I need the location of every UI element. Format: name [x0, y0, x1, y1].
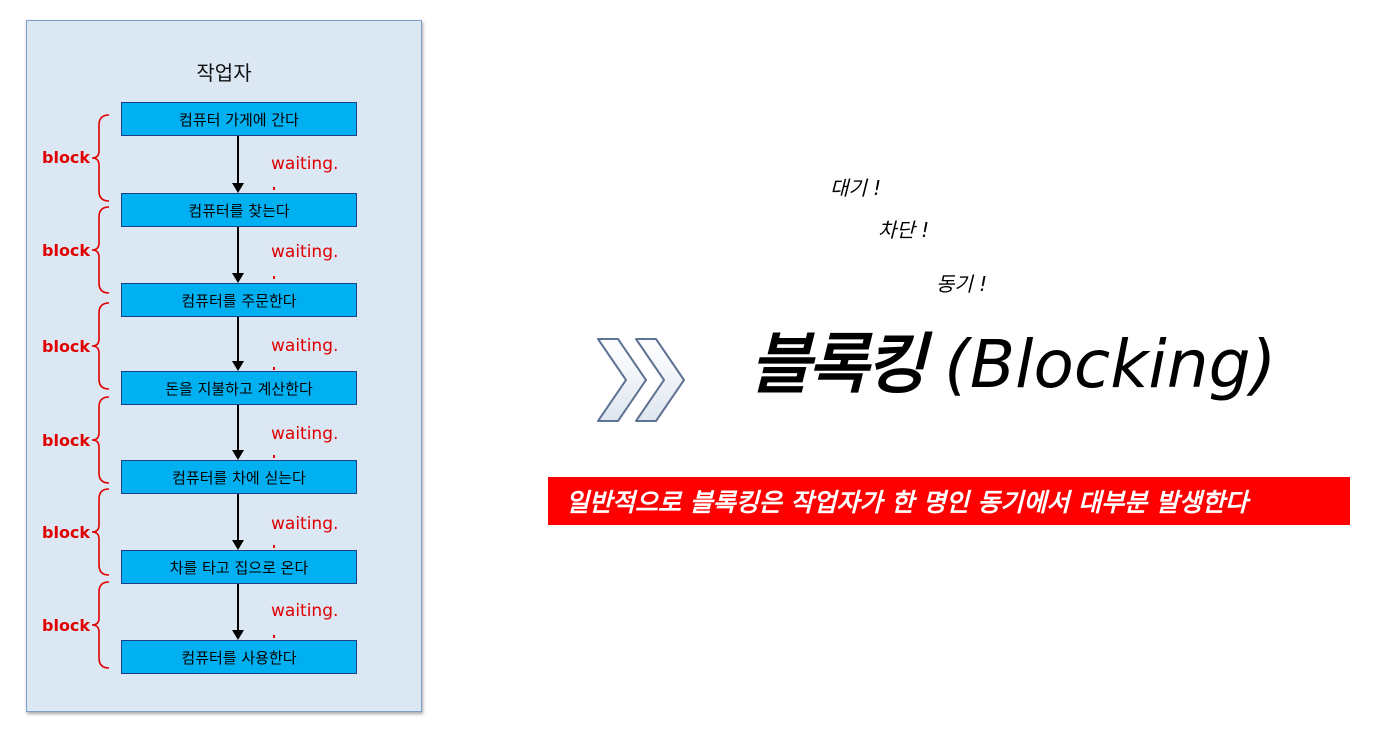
flow-arrow — [232, 494, 244, 550]
brace-icon — [91, 114, 110, 202]
exclaim-sync: 동기 ! — [936, 272, 988, 296]
summary-banner: 일반적으로 블록킹은 작업자가 한 명인 동기에서 대부분 발생한다 — [548, 477, 1350, 525]
waiting-label: waiting. — [271, 336, 339, 356]
waiting-label: waiting. — [271, 154, 339, 174]
waiting-dash — [273, 187, 275, 190]
waiting-label: waiting. — [271, 242, 339, 262]
flow-arrow — [232, 405, 244, 460]
step-box: 컴퓨터를 찾는다 — [121, 193, 357, 227]
step-box: 돈을 지불하고 계산한다 — [121, 371, 357, 405]
step-box: 차를 타고 집으로 온다 — [121, 550, 357, 584]
workflow-panel: 작업자 컴퓨터 가게에 간다 컴퓨터를 찾는다 컴퓨터를 주문한다 돈을 지불하… — [26, 20, 422, 712]
exclaim-block: 차단 ! — [878, 218, 930, 242]
step-box: 컴퓨터를 사용한다 — [121, 640, 357, 674]
brace-icon — [91, 302, 110, 390]
brace-icon — [91, 206, 110, 294]
block-label: block — [42, 337, 91, 356]
flow-arrow — [232, 227, 244, 283]
block-label: block — [42, 523, 91, 542]
waiting-label: waiting. — [271, 514, 339, 534]
heading-english: (Blocking) — [944, 326, 1277, 403]
brace-icon — [91, 396, 110, 484]
waiting-label: waiting. — [271, 424, 339, 444]
waiting-dash — [273, 367, 275, 370]
brace-icon — [91, 488, 110, 576]
heading: 블록킹 (Blocking) — [750, 332, 1276, 398]
double-chevron-icon — [597, 338, 685, 422]
step-box: 컴퓨터를 차에 싣는다 — [121, 460, 357, 494]
step-box: 컴퓨터를 주문한다 — [121, 283, 357, 317]
block-label: block — [42, 148, 91, 167]
block-label: block — [42, 616, 91, 635]
block-label: block — [42, 241, 91, 260]
flow-arrow — [232, 136, 244, 193]
waiting-label: waiting. — [271, 601, 339, 621]
panel-title: 작업자 — [196, 61, 252, 85]
flow-arrow — [232, 317, 244, 371]
exclaim-wait: 대기 ! — [830, 176, 882, 200]
step-box: 컴퓨터 가게에 간다 — [121, 102, 357, 136]
flow-arrow — [232, 584, 244, 640]
block-label: block — [42, 431, 91, 450]
waiting-dash — [273, 545, 275, 548]
brace-icon — [91, 581, 110, 669]
waiting-dash — [273, 455, 275, 458]
waiting-dash — [273, 635, 275, 638]
waiting-dash — [273, 276, 275, 279]
heading-korean: 블록킹 — [750, 326, 926, 403]
